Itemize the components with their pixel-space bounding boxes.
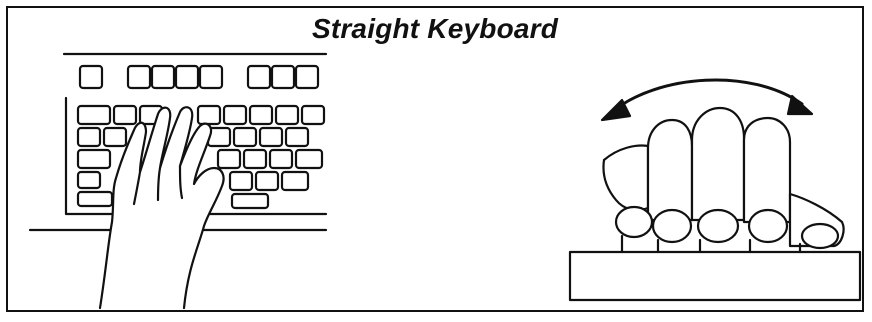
right-keyboard-illustration	[8, 8, 864, 312]
keyboard-front-bar	[570, 252, 860, 300]
diagram-frame: Straight Keyboard	[6, 6, 864, 312]
right-hand-drawing	[604, 108, 844, 252]
